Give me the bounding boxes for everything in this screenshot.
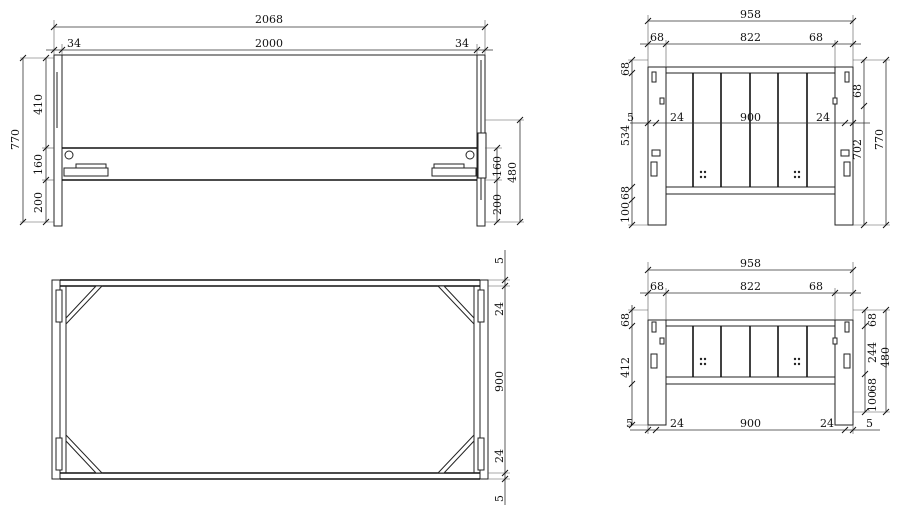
dim-160: 160	[32, 154, 45, 175]
foot-dim-480: 480	[879, 347, 892, 368]
dim-200-right: 200	[491, 194, 504, 215]
corner-brace-br	[436, 433, 475, 474]
right-bracket	[431, 167, 477, 177]
top-right-post	[479, 279, 489, 480]
head-left-leg	[647, 66, 667, 226]
left-bracket	[63, 167, 109, 177]
foot-dim-900: 900	[740, 417, 761, 430]
foot-view: 958 68 822 68 68 412 5 24 900 24 5	[619, 257, 892, 434]
head-dim-822: 822	[740, 31, 761, 44]
head-dim-100: 100	[619, 202, 632, 223]
head-dim-24-right: 24	[816, 111, 830, 124]
dim-410: 410	[32, 94, 45, 115]
dim-24-top: 24	[493, 302, 506, 316]
foot-left-leg	[647, 319, 667, 426]
dim-160-right: 160	[491, 156, 504, 177]
foot-dim-100: 100	[866, 391, 879, 412]
foot-dim-68-right: 68	[809, 280, 823, 293]
foot-dim-822: 822	[740, 280, 761, 293]
dim-480: 480	[506, 162, 519, 183]
head-dim-68-right: 68	[809, 31, 823, 44]
foot-dim-958: 958	[740, 257, 761, 270]
foot-dim-5-right: 5	[866, 417, 873, 430]
foot-dim-68-bottom: 68	[866, 378, 879, 392]
head-dim-534: 534	[619, 125, 632, 146]
top-left-post	[51, 279, 61, 480]
dim-34-right: 34	[455, 37, 469, 50]
dim-5-bottom: 5	[493, 495, 506, 502]
dim-5-top: 5	[493, 257, 506, 264]
foot-dim-412: 412	[619, 357, 632, 378]
dim-34-left: 34	[67, 37, 81, 50]
head-dim-900: 900	[740, 111, 761, 124]
head-right-leg	[834, 66, 854, 226]
foot-dim-68-left: 68	[650, 280, 664, 293]
corner-brace-bl	[65, 433, 104, 474]
corner-brace-tr	[436, 285, 475, 326]
foot-dim-24-left: 24	[670, 417, 684, 430]
head-dim-68-top: 68	[619, 62, 632, 76]
head-dim-68-left: 68	[650, 31, 664, 44]
dim-200: 200	[32, 192, 45, 213]
head-dim-5: 5	[627, 111, 634, 124]
foot-dim-5-left: 5	[626, 417, 633, 430]
head-view: 958 68 822 68 68 534 68 100 5 24 900 24	[619, 8, 890, 229]
dim-2068: 2068	[255, 13, 283, 26]
head-dim-68-right-side: 68	[851, 84, 864, 98]
head-dim-702: 702	[851, 139, 864, 160]
head-dim-770: 770	[873, 129, 886, 150]
side-left-post	[53, 54, 63, 227]
head-dim-958: 958	[740, 8, 761, 21]
corner-brace-tl	[65, 285, 104, 326]
dim-2000: 2000	[255, 37, 283, 50]
top-view: 5 24 900 24 5	[51, 250, 510, 505]
foot-dim-68-right-side: 68	[866, 313, 879, 327]
dim-24-bottom: 24	[493, 449, 506, 463]
foot-dim-68-top: 68	[619, 313, 632, 327]
dim-900: 900	[493, 371, 506, 392]
side-view: 2068 2000 34 34 770 410 160 200 160 2	[9, 13, 524, 227]
foot-dim-244: 244	[866, 342, 879, 363]
foot-right-leg	[834, 319, 854, 426]
head-dim-68-bottom: 68	[619, 186, 632, 200]
foot-dim-24-right: 24	[820, 417, 834, 430]
head-dim-24-left: 24	[670, 111, 684, 124]
dim-770: 770	[9, 129, 22, 150]
